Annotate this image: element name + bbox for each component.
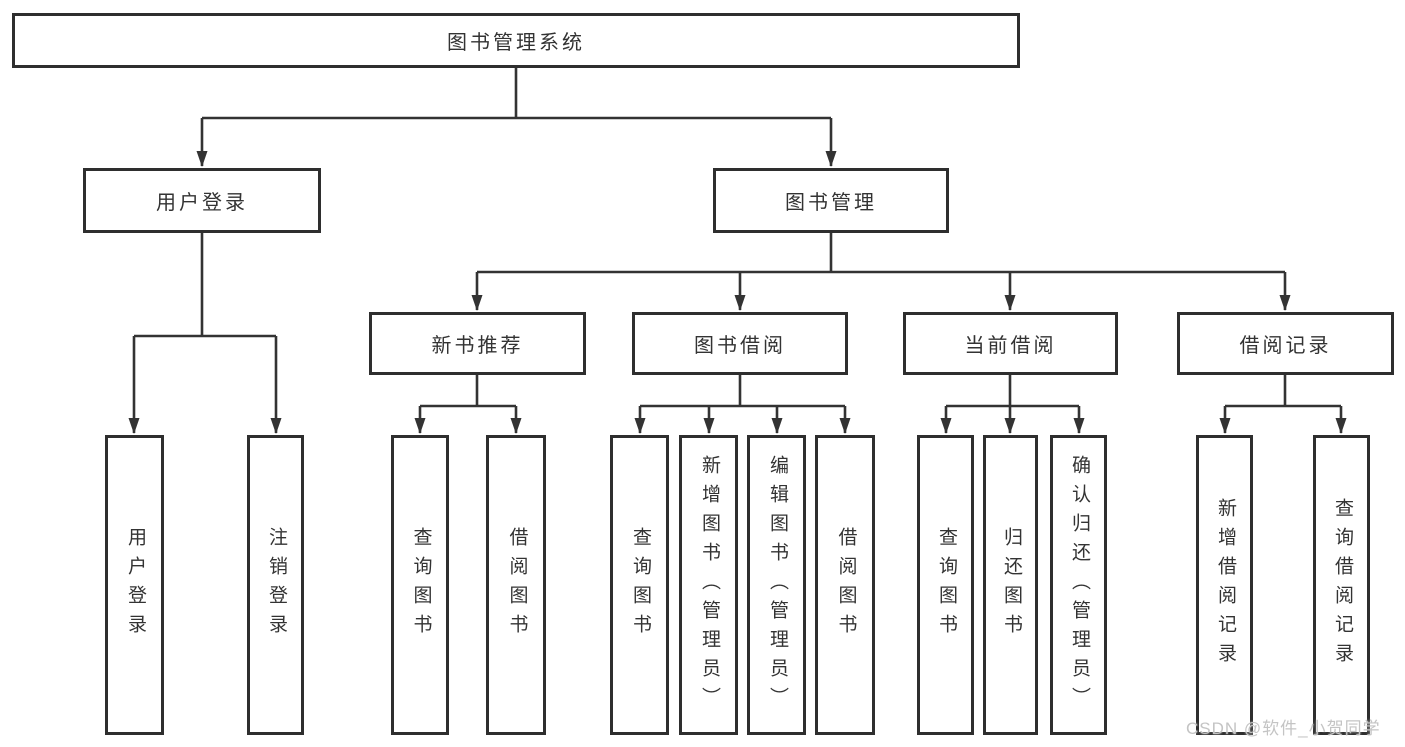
node-user-login: 用户登录 (83, 168, 321, 233)
leaf-edit-book-admin: 编辑图书（管理员） (747, 435, 806, 735)
leaf-add-borrow-record: 新增借阅记录 (1196, 435, 1253, 735)
leaf-label: 借阅图书 (835, 527, 857, 643)
leaf-query-books-borrow: 查询图书 (610, 435, 669, 735)
leaf-borrow-books-recommend: 借阅图书 (486, 435, 546, 735)
leaf-query-books-recommend: 查询图书 (391, 435, 449, 735)
leaf-label: 确认归还（管理员） (1068, 454, 1090, 716)
csdn-watermark: CSDN @软件_小贺同学 (1186, 719, 1381, 738)
leaf-label: 编辑图书（管理员） (766, 454, 788, 716)
leaf-label: 查询图书 (935, 527, 957, 643)
leaf-confirm-return-admin: 确认归还（管理员） (1050, 435, 1107, 735)
leaf-query-books-current: 查询图书 (917, 435, 974, 735)
node-new-book-recommend: 新书推荐 (369, 312, 586, 375)
leaf-logout: 注销登录 (247, 435, 304, 735)
node-borrowing-records: 借阅记录 (1177, 312, 1394, 375)
leaf-return-books: 归还图书 (983, 435, 1038, 735)
leaf-label: 借阅图书 (506, 527, 528, 643)
node-current-borrowing: 当前借阅 (903, 312, 1118, 375)
node-book-borrowing: 图书借阅 (632, 312, 848, 375)
leaf-label: 新增图书（管理员） (698, 454, 720, 716)
node-library-system: 图书管理系统 (12, 13, 1020, 68)
leaf-query-borrow-record: 查询借阅记录 (1313, 435, 1370, 735)
leaf-label: 查询图书 (410, 527, 432, 643)
leaf-label: 查询借阅记录 (1331, 498, 1353, 672)
leaf-label: 用户登录 (124, 527, 146, 643)
leaf-user-login: 用户登录 (105, 435, 164, 735)
leaf-label: 查询图书 (629, 527, 651, 643)
leaf-borrow-books: 借阅图书 (815, 435, 875, 735)
leaf-label: 新增借阅记录 (1214, 498, 1236, 672)
leaf-add-book-admin: 新增图书（管理员） (679, 435, 738, 735)
node-book-management: 图书管理 (713, 168, 949, 233)
leaf-label: 归还图书 (1000, 527, 1022, 643)
leaf-label: 注销登录 (265, 527, 287, 643)
